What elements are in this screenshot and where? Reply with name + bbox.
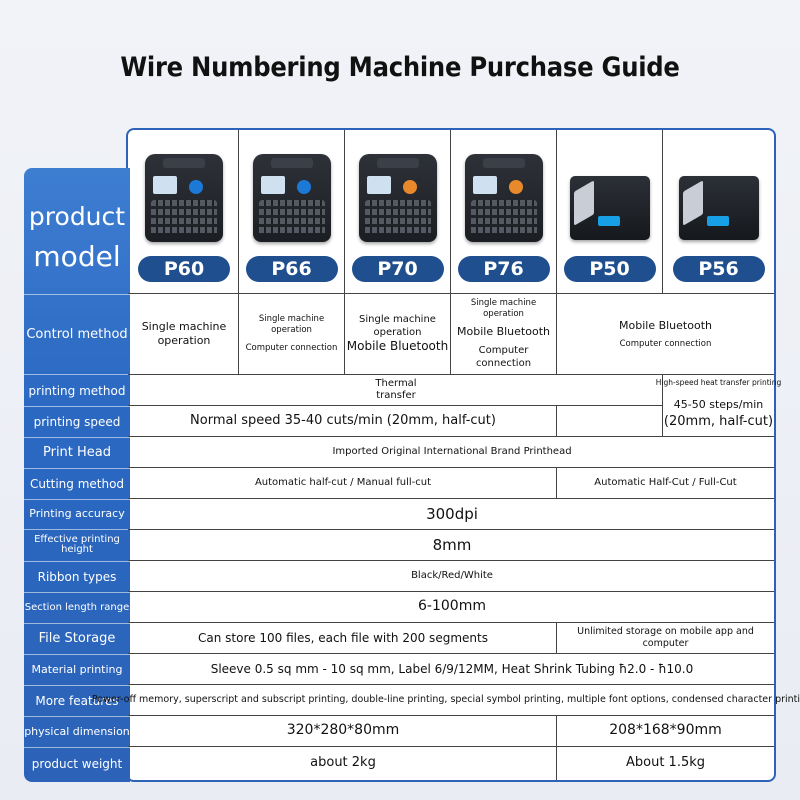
print-head-label: Print Head [42,445,112,461]
control-p76-line1: Single machine operation [470,298,537,319]
control-p66: Single machine operation Computer connec… [239,295,344,373]
product-weight-p5x: About 1.5kg [625,755,706,771]
model-badge-p60: P60 [138,256,230,282]
printing-speed-p5x-line2: (20mm, half-cut) [663,414,774,430]
physical-dimension-value: 320*280*80mm [286,722,400,739]
material-printing-label: Material printing [31,663,123,677]
control-p5x-line2: Computer connection [619,338,712,349]
product-p56: P56 [663,132,774,290]
model-badge-p56: P56 [672,256,765,282]
comparison-table [126,128,776,782]
product-p70: P70 [345,132,450,290]
control-p50-p56: Mobile Bluetooth Computer connection [557,295,774,373]
control-p66-line2: Computer connection [245,343,338,354]
cutting-method-p5x: Automatic Half-Cut / Full-Cut [594,476,737,488]
printing-speed-p5x: 45-50 steps/min (20mm, half-cut) [663,392,774,436]
control-method-label: Control method [26,327,128,343]
product-p76: P76 [451,132,556,290]
more-features-label: More features [35,693,119,708]
control-p60: Single machine operation [130,295,238,373]
bluetooth-printer-icon [569,176,650,240]
cutting-method-label: Cutting method [29,476,125,491]
keyboard-printer-icon [145,154,223,242]
keyboard-printer-icon [358,154,437,242]
section-length-label: Section length range [24,601,130,613]
control-p60-line1: Single machine [141,320,227,334]
control-p76: Single machine operation Mobile Bluetoot… [451,295,556,373]
model-badge-p76: P76 [457,256,550,282]
bluetooth-printer-icon [678,176,759,240]
material-printing-value: Sleeve 0.5 sq mm - 10 sq mm, Label 6/9/1… [210,661,694,676]
printing-method-line2: transfer [376,390,416,401]
physical-dimension-label: physical dimension [24,725,130,739]
keyboard-printer-icon [464,154,543,242]
product-model-header: product model [24,190,130,286]
product-weight-value: about 2kg [310,755,376,771]
control-p5x-line1: Mobile Bluetooth [619,318,712,332]
ribbon-types-label: Ribbon types [37,569,117,584]
product-p60: P60 [130,132,238,290]
model-badge-p66: P66 [245,256,338,282]
model-badge-p50: P50 [563,256,656,282]
printing-method-label: printing method [28,383,126,398]
printing-accuracy-label: Printing accuracy [29,507,125,521]
printing-speed-p5x-line1: 45-50 steps/min [673,397,764,411]
page-title: Wire Numbering Machine Purchase Guide [120,52,680,83]
file-storage-label: File Storage [38,631,116,647]
file-storage-value: Can store 100 files, each file with 200 … [198,630,488,645]
row-header-column [24,168,130,782]
printing-speed-label: printing speed [33,414,121,429]
section-length-value: 6-100mm [418,598,486,615]
model-badge-p70: P70 [351,256,444,282]
control-p76-line3: Computer connection [475,345,532,369]
file-storage-p5x: Unlimited storage on mobile app and comp… [577,626,754,649]
control-p76-line2: Mobile Bluetooth [457,325,550,339]
effective-height-value: 8mm [432,535,472,554]
printing-method-line1: Thermal [375,378,417,389]
control-p70-line1: Single machine [359,314,436,325]
product-weight-label: product weight [31,756,123,771]
product-p50: P50 [557,132,662,290]
product-model-label-2: model [33,239,121,273]
control-p60-line2: operation [157,334,211,347]
print-head-value: Imported Original International Brand Pr… [332,445,572,457]
printing-method-p5x: High-speed heat transfer printing [655,378,782,388]
control-p70: Single machine operation Mobile Bluetoot… [345,295,450,373]
product-p66: P66 [239,132,344,290]
printing-speed-value: Normal speed 35-40 cuts/min (20mm, half-… [190,412,496,428]
cutting-method-value: Automatic half-cut / Manual full-cut [254,476,432,488]
printing-method-value: Thermal transfer [130,375,662,405]
effective-height-label: Effective printing height [34,533,120,555]
keyboard-printer-icon [252,154,331,242]
control-p66-line1: Single machine operation [258,314,325,335]
ribbon-types-value: Black/Red/White [411,569,493,581]
more-features-value: Power-off memory, superscript and subscr… [91,694,800,706]
control-p70-line2: operation [373,326,422,338]
physical-dimension-p5x: 208*168*90mm [609,722,722,739]
printing-accuracy-value: 300dpi [426,504,478,523]
control-p70-line3: Mobile Bluetooth [346,339,449,353]
product-model-label-1: product [28,202,126,232]
